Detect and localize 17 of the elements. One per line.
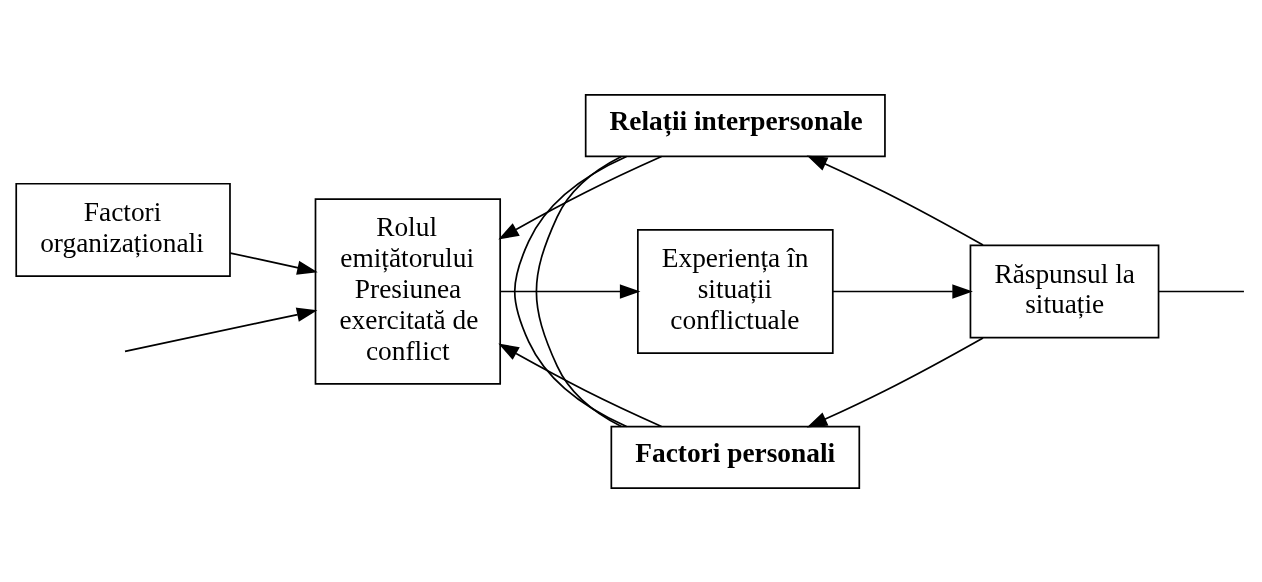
node-box: Factori organizaționali — [15, 182, 231, 277]
node-box: Experiența în situații conflictuale — [637, 228, 834, 354]
connector — [535, 155, 623, 427]
node-box: Factori personali — [610, 425, 861, 489]
arrow — [806, 336, 984, 427]
arrow — [499, 283, 641, 299]
node-box: Rolul emițătorului Presiunea exercitată de conflict — [314, 197, 502, 385]
arrow — [498, 155, 663, 239]
arrow — [832, 283, 973, 299]
node-box: Relații interpersonale — [584, 93, 886, 157]
arrow — [498, 343, 663, 427]
connector — [1157, 290, 1245, 292]
arrow — [124, 307, 318, 352]
arrow — [806, 155, 984, 246]
arrow — [229, 251, 318, 275]
connector — [513, 155, 628, 427]
node-box: Răspunsul la situație — [969, 243, 1160, 339]
